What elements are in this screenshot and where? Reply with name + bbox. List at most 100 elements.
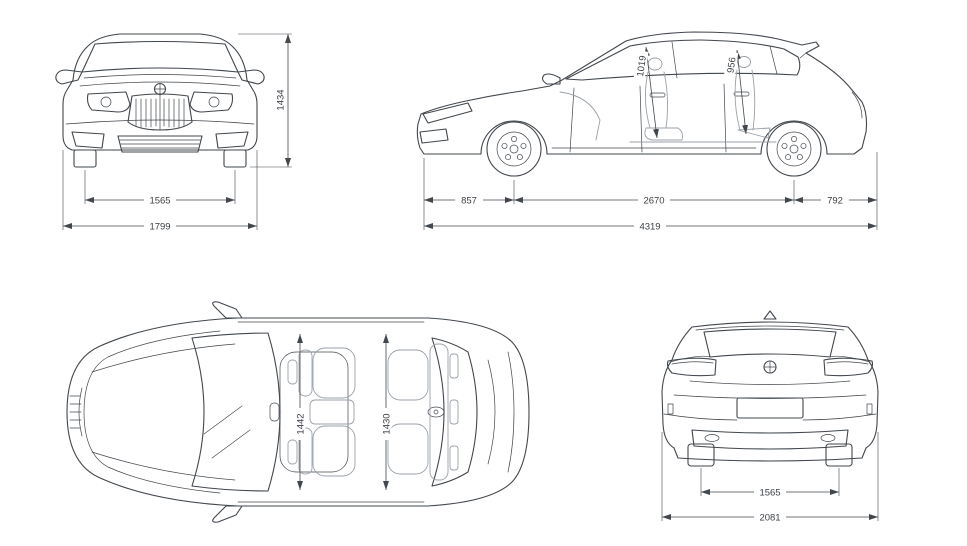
dim-rear-interior-height: 956 — [723, 51, 739, 79]
dim-front-track: 1565 — [144, 194, 176, 207]
rear-view-dimensions: 1565 2081 — [661, 432, 879, 524]
rear-antenna-fin — [763, 310, 777, 320]
dim-wheelbase: 2670 — [638, 194, 670, 207]
rear-right-taillight-inner — [826, 361, 869, 365]
top-roof-sensor — [269, 402, 280, 422]
rear-body-outline — [661, 321, 879, 462]
side-view-dimensions: 1019 956 857 2670 792 — [423, 46, 878, 233]
left-exhaust-tip — [704, 434, 720, 442]
rear-headroom-dim-line — [734, 49, 749, 135]
rear-view: 1565 2081 — [661, 310, 879, 524]
top-view-dimensions: 1442 1430 — [294, 334, 393, 490]
rear-left-tire — [687, 443, 715, 467]
dim-rear-track-text: 1565 — [759, 488, 780, 499]
left-headlight — [86, 91, 131, 113]
top-windshield — [191, 332, 281, 492]
dim-rear-overall-width-text: 2081 — [759, 513, 780, 524]
dim-rear-interior-width-text: 1430 — [382, 413, 393, 434]
front-left-tire — [73, 149, 97, 168]
top-view: 1442 1430 — [66, 301, 530, 523]
front-wheel — [486, 121, 542, 177]
rear-left-taillight-inner — [671, 361, 714, 365]
dim-overall-length-text: 4319 — [639, 222, 660, 233]
top-rear-window — [431, 337, 478, 487]
front-view: 1434 1565 1799 — [55, 33, 292, 233]
dim-rear-interior-height-text: 956 — [725, 57, 738, 74]
dim-front-interior-width-text: 1442 — [296, 413, 307, 434]
dim-overall-width: 1799 — [144, 220, 176, 233]
dim-overall-length: 4319 — [634, 220, 666, 233]
bmw-roundel-rear-cross — [763, 360, 777, 374]
dim-front-interior-width: 1442 — [294, 408, 307, 440]
left-headlight-lens — [100, 96, 112, 108]
front-view-car — [55, 33, 265, 168]
front-view-dimensions: 1434 1565 1799 — [62, 33, 292, 233]
dim-wheelbase-text: 2670 — [643, 196, 664, 207]
right-headlight-lens — [208, 96, 220, 108]
interior-seats-side — [559, 56, 777, 143]
top-grille-hatch — [69, 387, 83, 437]
dim-front-overhang-text: 857 — [461, 196, 477, 207]
right-air-intake — [215, 131, 249, 149]
right-mirror — [237, 69, 265, 85]
top-view-car — [66, 301, 530, 523]
top-hatch-crease — [487, 359, 496, 465]
rear-diffuser — [691, 429, 849, 450]
rear-left-reflector — [667, 403, 674, 415]
rear-extension-lines — [661, 432, 879, 521]
front-extension-lines — [62, 33, 292, 230]
kidney-grille-frame — [127, 93, 193, 131]
dim-rear-overall-width: 2081 — [754, 511, 786, 524]
rear-roof-line — [695, 325, 845, 331]
top-body-outline — [66, 317, 530, 507]
center-air-intake — [117, 135, 203, 153]
top-antenna-base — [433, 409, 439, 415]
dim-overall-width-text: 1799 — [149, 222, 170, 233]
dim-front-track-text: 1565 — [149, 196, 170, 207]
dim-front-overhang: 857 — [455, 194, 483, 207]
side-door-lines — [569, 83, 727, 153]
rear-wheel — [766, 121, 822, 177]
front-headroom-dim-line — [644, 46, 659, 139]
c-pillar-divider — [769, 45, 778, 75]
top-view-seats — [287, 343, 459, 481]
rear-right-tire — [825, 443, 853, 467]
top-left-mirror — [212, 301, 243, 319]
rear-bumper-creases — [663, 413, 877, 421]
top-sunroof — [279, 351, 349, 473]
side-front-intake — [419, 128, 449, 144]
kidney-grille-slats — [135, 98, 185, 128]
front-body-outline — [62, 33, 258, 151]
bmw-roundel-front-cross — [154, 83, 166, 95]
center-air-intake-mesh — [119, 139, 201, 149]
side-rear-details — [551, 52, 863, 149]
top-hood-creases — [91, 343, 236, 481]
top-antenna-fin — [427, 406, 445, 418]
side-headlight — [422, 102, 473, 124]
rear-left-taillight — [666, 357, 717, 377]
rear-view-car — [661, 310, 879, 467]
dim-overall-height-text: 1434 — [276, 89, 287, 110]
rear-right-taillight — [823, 357, 874, 377]
b-pillar — [671, 41, 678, 79]
rear-tailgate-lines — [673, 380, 867, 399]
side-view: 1019 956 857 2670 792 — [416, 31, 878, 233]
top-right-mirror — [212, 505, 243, 523]
dim-rear-overhang-text: 792 — [827, 196, 843, 207]
front-right-tire — [223, 149, 247, 168]
side-extension-lines — [423, 152, 878, 230]
dim-overall-height: 1434 — [274, 85, 287, 115]
right-headlight — [189, 91, 234, 113]
side-mirror — [542, 73, 561, 85]
dim-rear-interior-width: 1430 — [380, 408, 393, 440]
side-windows — [565, 39, 801, 81]
rear-window — [703, 328, 837, 358]
top-wipers — [203, 405, 251, 459]
right-exhaust-tip — [820, 434, 836, 442]
left-mirror — [55, 69, 83, 85]
front-windshield — [81, 40, 239, 73]
side-body-outline — [416, 31, 868, 155]
rear-right-reflector — [866, 403, 873, 415]
